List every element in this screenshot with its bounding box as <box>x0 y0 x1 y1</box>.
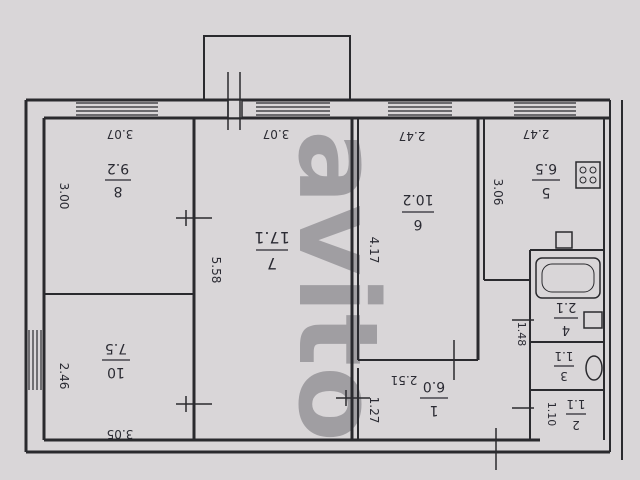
door-marks <box>176 72 534 470</box>
svg-text:2.1: 2.1 <box>556 299 577 314</box>
svg-text:1: 1 <box>430 402 439 418</box>
balcony <box>203 35 351 100</box>
room-6-width: 2.47 <box>399 129 426 143</box>
svg-text:3: 3 <box>560 369 568 383</box>
interior-walls <box>44 118 605 440</box>
stove-icon <box>575 161 601 189</box>
room-7-width: 3.07 <box>263 127 290 141</box>
svg-text:1.1: 1.1 <box>554 349 573 363</box>
svg-text:7: 7 <box>267 254 277 273</box>
bathtub <box>535 257 601 299</box>
room-8-label: 8 9.2 <box>105 160 131 199</box>
room-1-depth: 1.27 <box>367 397 381 424</box>
room-10-label: 10 7.5 <box>102 340 130 380</box>
sink-icon <box>583 311 603 329</box>
room-10-depth: 2.46 <box>57 363 71 390</box>
svg-text:10: 10 <box>107 364 125 380</box>
outer-walls <box>24 98 623 460</box>
windows-top <box>76 99 576 119</box>
room-3-label: 3 1.1 <box>554 349 574 383</box>
room-2-label: 2 1.1 <box>566 397 586 432</box>
room-7-label: 7 17.1 <box>254 228 290 273</box>
room-1-width: 2.51 <box>391 373 418 387</box>
svg-text:1.1: 1.1 <box>566 397 585 411</box>
svg-text:2: 2 <box>572 418 580 432</box>
room-8-width: 3.07 <box>107 127 134 141</box>
svg-text:6: 6 <box>413 216 422 232</box>
room-10-width: 3.05 <box>107 427 134 441</box>
room-2-depth: 1.10 <box>545 402 558 427</box>
svg-text:7.5: 7.5 <box>105 340 127 356</box>
toilet-icon <box>585 355 603 381</box>
svg-text:10.2: 10.2 <box>402 191 433 207</box>
watermark: avito <box>274 130 402 442</box>
room-6-label: 6 10.2 <box>402 191 434 232</box>
room-6-depth: 4.17 <box>367 237 381 264</box>
room-8-depth: 3.00 <box>57 183 71 210</box>
room-4-depth: 1.48 <box>515 322 528 347</box>
svg-text:6.0: 6.0 <box>423 378 445 394</box>
svg-text:8: 8 <box>114 183 123 199</box>
svg-text:17.1: 17.1 <box>254 228 290 247</box>
svg-text:9.2: 9.2 <box>107 160 129 176</box>
room-4-label: 4 2.1 <box>554 299 578 337</box>
room-7-depth: 5.58 <box>209 257 223 284</box>
window-left <box>28 330 42 390</box>
room-1-label: 1 6.0 <box>420 378 448 418</box>
svg-text:5: 5 <box>542 184 551 200</box>
svg-text:4: 4 <box>562 322 570 337</box>
svg-text:6.5: 6.5 <box>535 160 557 176</box>
room-5-label: 5 6.5 <box>532 160 560 200</box>
room-5-width: 2.47 <box>523 127 550 141</box>
room-labels: 8 9.2 3.07 3.00 7 17.1 3.07 5.58 6 10.2 … <box>57 127 586 441</box>
water-heater-icon <box>555 231 573 249</box>
room-5-depth: 3.06 <box>491 179 505 206</box>
